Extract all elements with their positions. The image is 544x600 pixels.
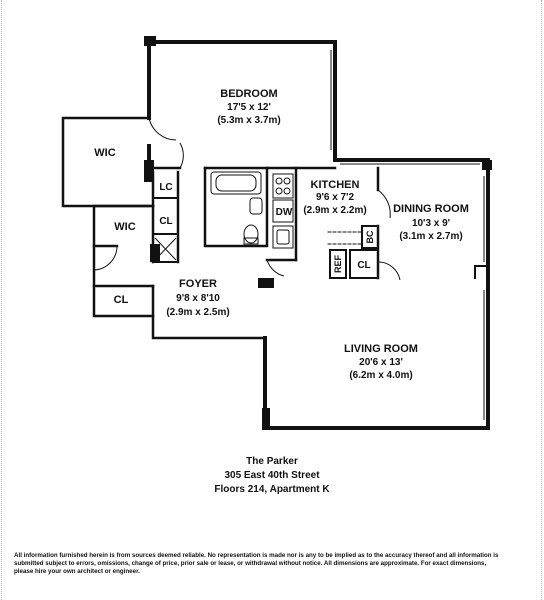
foyer-left-wall bbox=[92, 244, 267, 340]
kitchen-door bbox=[266, 259, 285, 277]
foyer-dim-ft: 9'8 x 8'10 bbox=[176, 293, 220, 304]
ref-label: REF bbox=[333, 254, 343, 273]
burner-4 bbox=[283, 187, 291, 195]
sink bbox=[249, 197, 263, 215]
bedroom-name: BEDROOM bbox=[220, 88, 277, 100]
toilet bbox=[243, 224, 259, 244]
ref-box bbox=[329, 249, 347, 279]
burner-3 bbox=[275, 187, 283, 195]
kitchen-dim-ft: 9'6 x 7'2 bbox=[316, 192, 355, 203]
cl-dining-label: CL bbox=[357, 260, 370, 271]
pillar-living-left bbox=[262, 408, 270, 430]
hatch-lower-wic bbox=[154, 237, 177, 261]
living-dim-ft: 20'6 x 13' bbox=[359, 357, 403, 368]
left-edge-dots bbox=[1, 0, 2, 600]
lc-label: LC bbox=[159, 182, 172, 193]
pillar-foyer-right bbox=[258, 278, 274, 288]
pillar-bedroom-top bbox=[144, 36, 156, 46]
sink-basin bbox=[276, 229, 290, 245]
disclaimer: All information furnished herein is from… bbox=[14, 552, 538, 576]
foyer-dim-m: (2.9m x 2.5m) bbox=[166, 307, 229, 318]
foyer-name: FOYER bbox=[179, 278, 217, 290]
kitchen-name: KITCHEN bbox=[311, 179, 360, 191]
building-name: The Parker bbox=[246, 456, 298, 467]
living-walls bbox=[263, 158, 490, 430]
right-edge-dots bbox=[541, 0, 542, 600]
burner-1 bbox=[275, 177, 283, 185]
kitchen-dim-m: (2.9m x 2.2m) bbox=[303, 205, 366, 216]
bc-label: BC bbox=[365, 230, 375, 243]
walls bbox=[61, 40, 490, 430]
kitchen-sink bbox=[272, 225, 294, 249]
dw-label: DW bbox=[276, 207, 293, 218]
toilet-tank bbox=[243, 237, 259, 245]
bc-box bbox=[361, 225, 379, 249]
doors bbox=[93, 117, 401, 281]
cl-small-label: CL bbox=[159, 216, 172, 227]
dining-dim-m: (3.1m x 2.7m) bbox=[399, 231, 462, 242]
bath-door bbox=[179, 142, 184, 169]
bath-walls bbox=[203, 166, 269, 248]
wic-upper-label: WIC bbox=[94, 147, 115, 159]
pillar-bedroom-side bbox=[144, 160, 154, 182]
bathtub bbox=[210, 171, 262, 195]
dining-door bbox=[377, 189, 391, 219]
building-address: 305 East 40th Street bbox=[224, 470, 320, 481]
dining-dim-ft: 10'3 x 9' bbox=[412, 218, 450, 229]
cl-dining-door bbox=[377, 261, 401, 281]
wic-upper-walls bbox=[61, 116, 151, 208]
disclaimer-line-2: submitted subject to errors, omissions, … bbox=[14, 560, 487, 567]
building-caption: The Parker 305 East 40th Street Floors 2… bbox=[0, 455, 544, 497]
dining-name: DINING ROOM bbox=[393, 203, 469, 215]
bedroom-door bbox=[148, 117, 177, 141]
room-labels: BEDROOM 17'5 x 12' (5.3m x 3.7m) KITCHEN… bbox=[94, 88, 469, 381]
pillar-living-right bbox=[482, 160, 492, 170]
foyer-entry-door bbox=[93, 245, 118, 271]
bedroom-dim-m: (5.3m x 3.7m) bbox=[217, 115, 280, 126]
kitchen-fixtures bbox=[154, 173, 294, 261]
living-name: LIVING ROOM bbox=[344, 343, 418, 355]
pillar-foyer bbox=[150, 244, 160, 262]
apartment-unit: Floors 214, Apartment K bbox=[214, 484, 330, 495]
bedroom-walls bbox=[147, 40, 337, 162]
disclaimer-line-3: please hire your own architect or engine… bbox=[14, 568, 140, 575]
burner-2 bbox=[283, 177, 291, 185]
wic-lower-walls bbox=[92, 204, 155, 248]
living-dim-m: (6.2m x 4.0m) bbox=[349, 370, 412, 381]
bathtub-inner bbox=[215, 174, 257, 192]
pillars bbox=[144, 36, 492, 430]
bath-fixtures bbox=[210, 171, 263, 245]
disclaimer-line-1: All information furnished herein is from… bbox=[14, 552, 499, 559]
cl-foyer-label: CL bbox=[114, 294, 129, 306]
stove bbox=[272, 173, 294, 199]
bedroom-dim-ft: 17'5 x 12' bbox=[227, 102, 271, 113]
windows bbox=[330, 50, 485, 420]
dw-box bbox=[272, 199, 294, 223]
floor-plan: BEDROOM 17'5 x 12' (5.3m x 3.7m) KITCHEN… bbox=[61, 36, 492, 430]
cl-dining-box bbox=[349, 249, 379, 279]
wic-lower-label: WIC bbox=[114, 221, 135, 233]
